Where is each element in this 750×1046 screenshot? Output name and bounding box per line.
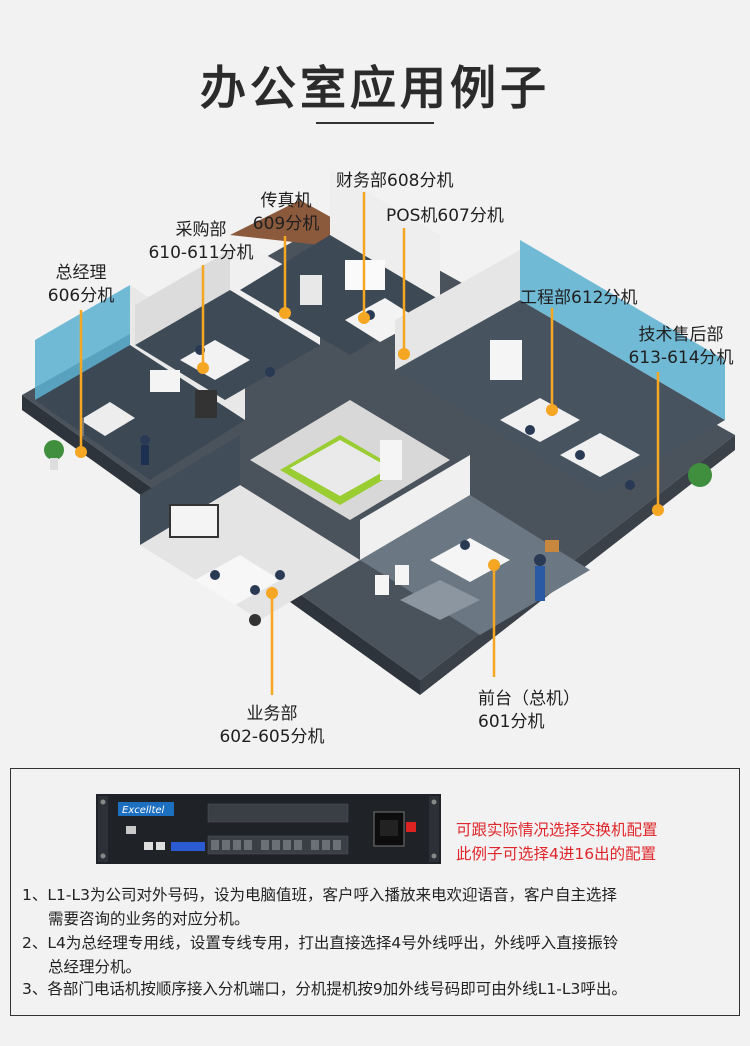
title-underline — [316, 122, 434, 124]
label-manager-ext: 606分机 — [47, 286, 115, 306]
pbx-device: Excelltel — [96, 794, 441, 864]
label-manager-dept: 总经理 — [55, 263, 107, 283]
description-1-line1: 1、L1-L3为公司对外号码，设为电脑值班，客户呼入播放来电欢迎语音，客户自主选… — [22, 886, 617, 904]
office-illustration — [22, 192, 735, 695]
label-purchasing-dept: 采购部 — [175, 220, 227, 240]
label-support-dept: 技术售后部 — [638, 325, 724, 345]
label-support-ext: 613-614分机 — [628, 348, 734, 368]
glass-wall — [35, 285, 130, 400]
label-engineering: 工程部612分机 — [520, 288, 638, 308]
description-1-line2: 需要咨询的业务的对应分机。 — [48, 910, 250, 928]
label-business-ext: 602-605分机 — [219, 727, 325, 747]
config-note-line1: 可跟实际情况选择交换机配置 — [456, 821, 658, 839]
brand-logo: Excelltel — [122, 805, 165, 816]
manager-room-floor — [35, 345, 245, 480]
description-3-line1: 3、各部门电话机按顺序接入分机端口，分机提机按9加外线号码即可由外线L1-L3呼… — [22, 980, 627, 998]
label-business-dept: 业务部 — [246, 704, 298, 724]
label-support: 技术售后部 613-614分机 — [620, 324, 742, 370]
label-reception: 前台（总机） 601分机 — [478, 688, 608, 734]
label-fax-ext: 609分机 — [252, 214, 320, 234]
purchasing-room-floor — [135, 290, 320, 400]
description-1: 1、L1-L3为公司对外号码，设为电脑值班，客户呼入播放来电欢迎语音，客户自主选… — [22, 883, 727, 931]
label-reception-ext: 601分机 — [478, 712, 545, 732]
leader-lines — [79, 192, 660, 695]
description-2-line1: 2、L4为总经理专用线，设置专线专用，打出直接选择4号外线呼出，外线呼入直接振铃 — [22, 934, 619, 952]
extension-markers — [75, 307, 664, 599]
label-finance: 财务部608分机 — [336, 171, 454, 191]
label-fax: 传真机 609分机 — [245, 190, 327, 236]
label-business: 业务部 602-605分机 — [212, 703, 332, 749]
description-2: 2、L4为总经理专用线，设置专线专用，打出直接选择4号外线呼出，外线呼入直接振铃… — [22, 931, 727, 979]
config-note: 可跟实际情况选择交换机配置 此例子可选择4进16出的配置 — [456, 818, 658, 866]
label-fax-dept: 传真机 — [260, 191, 312, 211]
config-note-line2: 此例子可选择4进16出的配置 — [456, 845, 657, 863]
label-purchasing-ext: 610-611分机 — [148, 243, 254, 263]
description-2-line2: 总经理分机。 — [48, 958, 142, 976]
engineering-floor — [395, 300, 725, 495]
label-reception-dept: 前台（总机） — [478, 689, 580, 709]
page-title: 办公室应用例子 — [200, 61, 550, 115]
label-pos: POS机607分机 — [386, 206, 504, 226]
label-manager: 总经理 606分机 — [40, 262, 122, 308]
label-purchasing: 采购部 610-611分机 — [142, 219, 260, 265]
description-3: 3、各部门电话机按顺序接入分机端口，分机提机按9加外线号码即可由外线L1-L3呼… — [22, 977, 727, 1001]
